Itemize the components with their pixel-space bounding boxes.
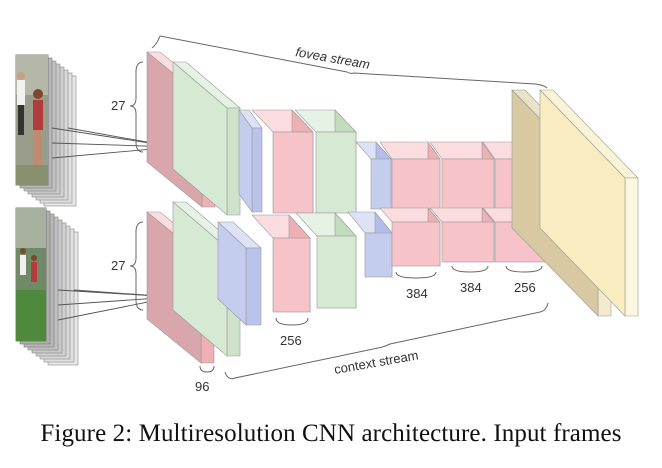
context-pool2 [347,211,393,278]
context-stream-bracket [224,302,549,380]
conv4-depth-label: 384 [460,280,482,295]
context-pool1 [217,221,262,326]
context-size-bracket [129,221,144,311]
fovea-input-frames [15,54,77,207]
conv5-depth-label: 256 [514,280,536,295]
context-conv3 [379,207,441,267]
context-input-frames [15,207,79,366]
fovea-conv3 [379,141,441,210]
fovea-conv2 [251,109,314,214]
conv4-depth-bracket [451,265,489,273]
fc-layer-2 [539,89,639,317]
context-norm2 [295,212,357,309]
conv1-depth-label: 96 [195,379,209,394]
conv3-depth-bracket [395,271,437,279]
fovea-size-bracket [129,61,144,153]
fovea-stream-bracket [151,35,548,89]
context-stream-layers [146,201,548,364]
fovea-stream-layers [146,51,548,216]
fovea-pool1 [238,109,263,213]
fovea-norm1 [172,61,241,216]
fovea-pool2 [355,141,392,210]
conv5-depth-bracket [505,265,543,273]
fovea-frame-photo [16,55,48,185]
fovea-norm2 [294,109,357,214]
fully-connected-layers [511,89,639,317]
context-stream-label: context stream [333,347,420,377]
fovea-input-size-label: 27 [111,98,125,113]
context-frame-photo [16,208,46,341]
fovea-stream-label: fovea stream [294,44,371,72]
context-input-size-label: 27 [111,258,125,273]
brackets [129,35,549,380]
figure-caption: Figure 2: Multiresolution CNN architectu… [40,420,622,447]
conv3-depth-label: 384 [406,286,428,301]
fovea-conv4 [429,141,495,210]
context-conv4 [429,207,495,263]
conv2-depth-bracket [275,317,309,326]
conv2-depth-label: 256 [280,333,302,348]
context-conv2 [251,214,311,313]
conv1-depth-bracket [199,365,215,373]
